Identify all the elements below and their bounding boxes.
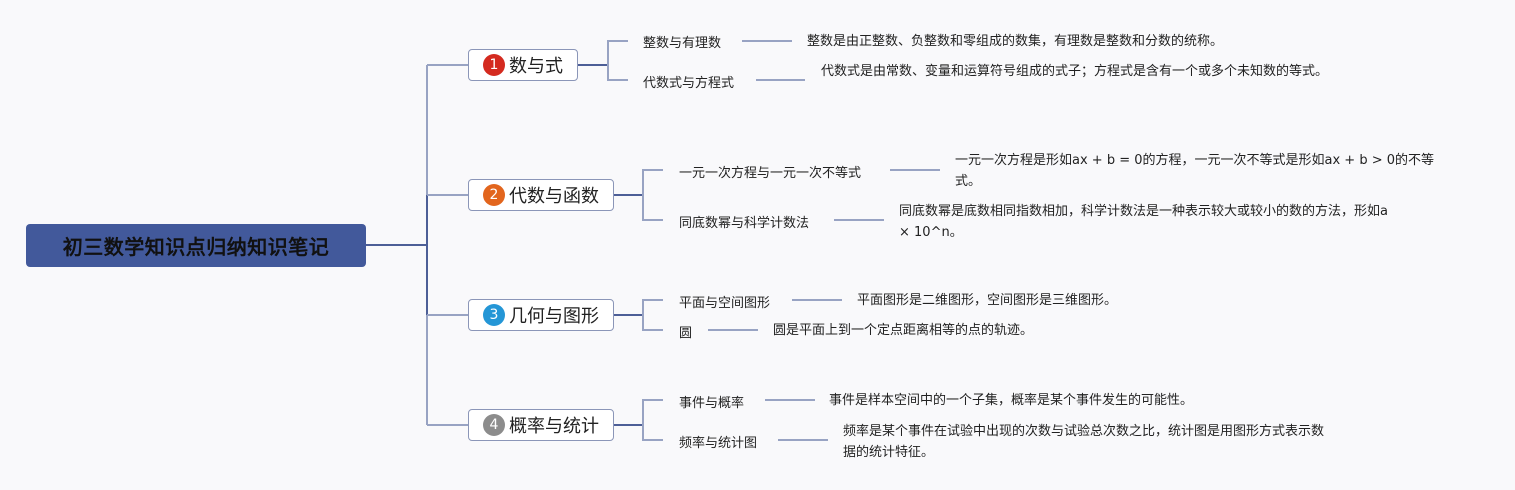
topic-node-2[interactable]: 2 代数与函数 — [468, 179, 614, 211]
number-badge-icon: 4 — [483, 414, 505, 436]
number-badge-icon: 3 — [483, 304, 505, 326]
topic-node-4[interactable]: 4 概率与统计 — [468, 409, 614, 441]
description-node[interactable]: 整数是由正整数、负整数和零组成的数集，有理数是整数和分数的统称。 — [807, 34, 1224, 49]
subtopic-node[interactable]: 同底数幂与科学计数法 — [679, 216, 810, 231]
subtopic-node[interactable]: 代数式与方程式 — [643, 76, 735, 91]
topic-label: 几何与图形 — [509, 306, 599, 327]
subtopic-node[interactable]: 事件与概率 — [679, 396, 745, 411]
subtopic-node[interactable]: 整数与有理数 — [643, 36, 722, 51]
topic-node-3[interactable]: 3 几何与图形 — [468, 299, 614, 331]
subtopic-node[interactable]: 一元一次方程与一元一次不等式 — [679, 166, 862, 181]
number-badge-icon: 2 — [483, 184, 505, 206]
description-node[interactable]: 代数式是由常数、变量和运算符号组成的式子；方程式是含有一个或多个未知数的等式。 — [821, 64, 1329, 79]
description-node[interactable]: 事件是样本空间中的一个子集，概率是某个事件发生的可能性。 — [829, 393, 1194, 408]
topic-label: 数与式 — [509, 56, 563, 77]
topic-node-1[interactable]: 1 数与式 — [468, 49, 578, 81]
description-node[interactable]: 频率是某个事件在试验中出现的次数与试验总次数之比，统计图是用图形方式表示数据的统… — [843, 424, 1325, 460]
description-node[interactable]: 一元一次方程是形如ax + b = 0的方程，一元一次不等式是形如ax + b … — [955, 153, 1434, 189]
description-node[interactable]: 圆是平面上到一个定点距离相等的点的轨迹。 — [773, 323, 1034, 338]
topic-label: 代数与函数 — [509, 186, 599, 207]
topic-label: 概率与统计 — [509, 416, 599, 437]
description-node[interactable]: 平面图形是二维图形，空间图形是三维图形。 — [857, 293, 1118, 308]
subtopic-node[interactable]: 圆 — [679, 326, 693, 341]
description-node[interactable]: 同底数幂是底数相同指数相加，科学计数法是一种表示较大或较小的数的方法，形如a ×… — [899, 204, 1388, 240]
subtopic-node[interactable]: 平面与空间图形 — [679, 296, 771, 311]
subtopic-node[interactable]: 频率与统计图 — [679, 436, 758, 451]
root-title: 初三数学知识点归纳知识笔记 — [62, 235, 330, 259]
root-node[interactable]: 初三数学知识点归纳知识笔记 — [26, 224, 366, 267]
number-badge-icon: 1 — [483, 54, 505, 76]
